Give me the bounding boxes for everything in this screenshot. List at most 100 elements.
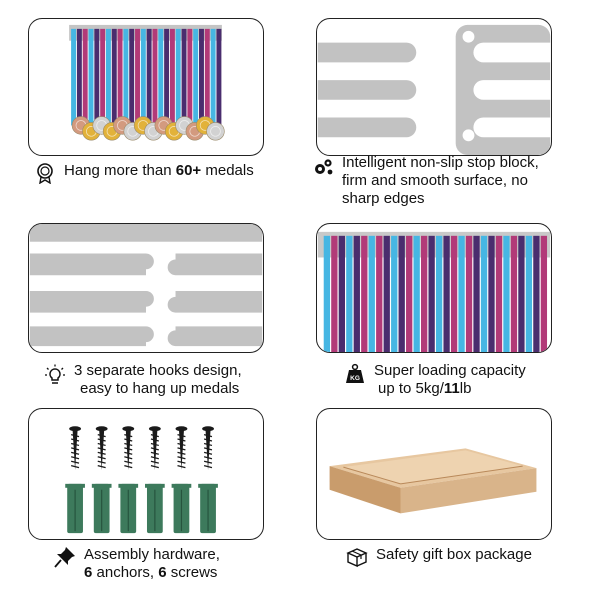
ribbon bbox=[368, 235, 375, 352]
caption-line: up to 5kg/11lb bbox=[378, 380, 472, 397]
feature-text: Intelligent non-slip stop block,firm and… bbox=[342, 154, 539, 208]
ribbon bbox=[129, 28, 135, 132]
ribbon bbox=[346, 235, 353, 352]
ribbon bbox=[525, 235, 533, 352]
ribbon bbox=[540, 235, 548, 352]
ribbon bbox=[100, 28, 106, 129]
separate-hooks-illustration bbox=[29, 224, 263, 347]
caption-line: Super loading capacity bbox=[374, 362, 526, 379]
ribbon bbox=[428, 235, 435, 352]
screw bbox=[95, 426, 108, 471]
screw bbox=[202, 426, 214, 471]
anchor bbox=[65, 483, 85, 534]
ribbon bbox=[398, 235, 405, 352]
ribbon bbox=[495, 235, 503, 352]
feature-text: Assembly hardware,6 anchors, 6 screws bbox=[84, 546, 220, 582]
ribbon bbox=[123, 28, 129, 129]
medal-icon bbox=[34, 162, 56, 185]
ribbon bbox=[71, 28, 77, 126]
hardware-photo bbox=[28, 408, 264, 540]
caption-line: 3 separate hooks design, bbox=[74, 362, 242, 379]
caption-line: Intelligent non-slip stop block, bbox=[342, 154, 539, 171]
gears-icon bbox=[312, 156, 334, 178]
loaded-ribbons-photo bbox=[316, 223, 552, 353]
ribbon bbox=[135, 28, 140, 135]
ribbon bbox=[465, 235, 473, 352]
hardware-illustration bbox=[65, 426, 218, 534]
weight-icon-label: KG bbox=[350, 375, 360, 382]
caption-line: Safety gift box package bbox=[376, 546, 532, 563]
ribbon bbox=[210, 28, 216, 126]
ribbon bbox=[164, 28, 170, 126]
gift-box-illustration bbox=[329, 448, 537, 514]
ribbon bbox=[331, 235, 338, 352]
ribbon bbox=[88, 28, 94, 135]
gift-box-icon bbox=[346, 546, 368, 568]
screw bbox=[122, 426, 135, 471]
ribbon bbox=[140, 28, 146, 126]
caption-line: 6 anchors, 6 screws bbox=[84, 564, 218, 581]
lightbulb-icon bbox=[44, 364, 66, 386]
feature-caption-stop-block: Intelligent non-slip stop block,firm and… bbox=[312, 154, 539, 208]
ribbon bbox=[216, 28, 222, 129]
ribbon bbox=[146, 28, 152, 129]
ribbon bbox=[169, 28, 175, 129]
ribbon bbox=[199, 28, 204, 132]
caption-line: Assembly hardware, bbox=[84, 546, 220, 563]
ribbon bbox=[443, 235, 450, 352]
ribbon bbox=[105, 28, 111, 132]
medal bbox=[206, 122, 225, 141]
ribbon bbox=[323, 235, 331, 352]
ribbon bbox=[518, 235, 525, 352]
separate-hooks-photo bbox=[28, 223, 264, 353]
feature-caption-hooks: 3 separate hooks design,easy to hang up … bbox=[44, 362, 242, 398]
caption-line: Hang more than 60+ medals bbox=[64, 162, 254, 179]
ribbon bbox=[480, 235, 488, 352]
anchor bbox=[198, 483, 218, 534]
ribbon bbox=[488, 235, 495, 352]
ribbon bbox=[181, 28, 187, 135]
ribbon bbox=[421, 235, 428, 352]
ribbon bbox=[383, 235, 390, 352]
ribbon bbox=[473, 235, 480, 352]
ribbon bbox=[376, 235, 383, 352]
ribbon bbox=[353, 235, 360, 352]
hook-closeup-photo bbox=[316, 18, 552, 156]
ribbon bbox=[458, 235, 465, 352]
ribbon bbox=[187, 28, 193, 126]
ribbon bbox=[450, 235, 458, 352]
anchor bbox=[171, 483, 192, 534]
ribbon bbox=[361, 235, 368, 352]
ribbon bbox=[111, 28, 117, 135]
ribbon bbox=[406, 235, 413, 352]
feature-caption-hardware: Assembly hardware,6 anchors, 6 screws bbox=[54, 546, 220, 582]
ribbon bbox=[503, 235, 510, 352]
ribbon bbox=[413, 235, 420, 352]
ribbon bbox=[193, 28, 199, 129]
medal-rack-illustration bbox=[69, 24, 225, 141]
caption-line: firm and smooth surface, no bbox=[342, 172, 528, 189]
ribbon bbox=[175, 28, 181, 132]
feature-caption-gift-box: Safety gift box package bbox=[346, 546, 532, 568]
weight-icon: KG bbox=[344, 363, 366, 385]
ribbon bbox=[435, 235, 443, 352]
feature-text: Safety gift box package bbox=[376, 546, 532, 564]
ribbon bbox=[204, 28, 210, 135]
feature-caption-medals: Hang more than 60+ medals bbox=[34, 162, 254, 185]
feature-text: 3 separate hooks design,easy to hang up … bbox=[74, 362, 242, 398]
ribbon bbox=[510, 235, 518, 352]
ribbon bbox=[391, 235, 398, 352]
screw bbox=[69, 426, 81, 471]
screw bbox=[148, 426, 161, 471]
medal-rack-photo bbox=[28, 18, 264, 156]
gift-box-photo bbox=[316, 408, 552, 540]
screw bbox=[175, 426, 188, 471]
ribbon bbox=[76, 28, 82, 129]
ribbon bbox=[158, 28, 164, 135]
anchor bbox=[91, 483, 112, 534]
anchor bbox=[118, 483, 139, 534]
feature-text: Hang more than 60+ medals bbox=[64, 162, 254, 180]
ribbon bbox=[338, 235, 345, 352]
